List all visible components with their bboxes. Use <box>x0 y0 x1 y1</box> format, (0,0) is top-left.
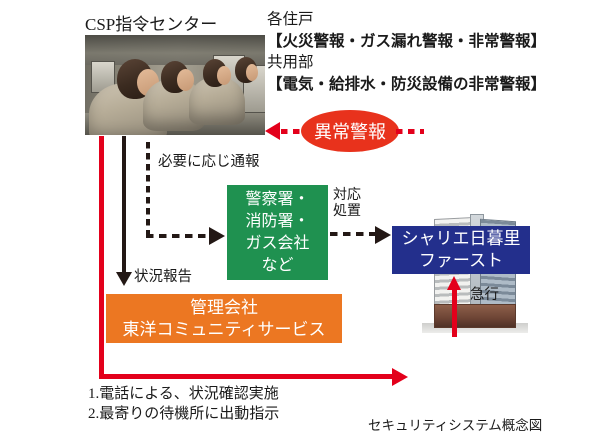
csp-operations-room-photo <box>85 35 265 135</box>
dispatch-connector-horizontal <box>99 374 395 379</box>
property-line-1: シャリエ日暮里 <box>401 229 521 248</box>
alarm-unit-types: 【火災警報・ガス漏れ警報・非常警報】 <box>267 32 547 50</box>
agencies-box: 警察署・ 消防署・ ガス会社 など <box>227 185 328 280</box>
management-line-1: 管理会社 <box>190 297 258 317</box>
property-line-2: ファースト <box>418 251 504 270</box>
dashed-connector-down-to-agencies <box>146 142 150 238</box>
rush-connector-line <box>452 288 457 337</box>
dashed-connector-right-to-agencies <box>146 234 212 238</box>
dispatch-step-1: 1.電話による、状況確認実施 <box>88 386 279 402</box>
alarm-common-types: 【電気・給排水・防災設備の非常警報】 <box>267 75 547 93</box>
abnormal-alarm-dash-right <box>396 129 424 134</box>
dispatch-arrowhead <box>392 368 408 386</box>
response-action-line-2: 処置 <box>333 204 361 219</box>
status-report-arrowhead <box>116 272 132 286</box>
agencies-line-4: など <box>261 256 294 274</box>
csp-center-title: CSP指令センター <box>85 15 218 34</box>
rush-arrowhead <box>447 276 461 290</box>
dispatch-steps: 1.電話による、状況確認実施 2.最寄りの待機所に出動指示 <box>88 384 279 424</box>
abnormal-alarm-arrowhead <box>265 122 280 140</box>
alarm-unit-heading: 各住戸 <box>267 11 314 28</box>
agencies-line-3: ガス会社 <box>245 234 310 252</box>
agencies-line-1: 警察署・ <box>245 190 310 208</box>
dispatch-connector-vertical <box>99 136 104 379</box>
rush-label: 急行 <box>470 287 499 303</box>
agencies-arrowhead <box>209 227 225 245</box>
alarm-common-heading: 共用部 <box>267 54 314 71</box>
diagram-caption: セキュリティシステム概念図 <box>368 418 543 433</box>
alarm-source-list: 各住戸 【火災警報・ガス漏れ警報・非常警報】 共用部 【電気・給排水・防災設備の… <box>267 9 546 95</box>
status-report-label: 状況報告 <box>134 269 192 285</box>
status-report-connector-line <box>122 136 126 276</box>
dispatch-step-2: 2.最寄りの待機所に出動指示 <box>88 406 280 422</box>
agencies-line-2: 消防署・ <box>245 212 310 230</box>
management-company-box: 管理会社 東洋コミュニティサービス <box>106 294 342 343</box>
response-action-label: 対応 処置 <box>333 188 361 220</box>
dashed-connector-agencies-to-property <box>330 232 378 236</box>
response-action-line-1: 対応 <box>333 188 361 203</box>
property-box: シャリエ日暮里 ファースト <box>392 226 530 274</box>
abnormal-alarm-badge: 異常警報 <box>301 110 399 152</box>
management-line-2: 東洋コミュニティサービス <box>122 319 326 339</box>
property-arrowhead <box>375 226 391 244</box>
report-as-needed-label: 必要に応じ通報 <box>158 154 260 170</box>
abnormal-alarm-dash-left <box>281 129 305 134</box>
